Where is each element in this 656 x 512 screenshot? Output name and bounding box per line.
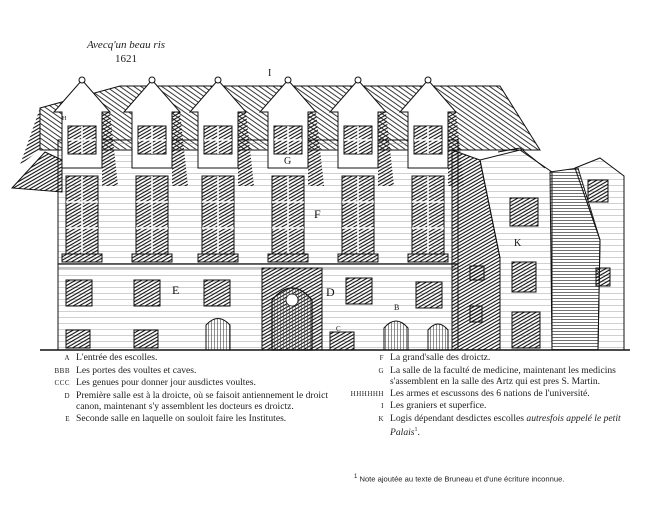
- legend-text: Les portes des voultes et caves.: [76, 364, 197, 376]
- label-F: F: [314, 207, 321, 221]
- legend-footnote-marker: 1: [414, 426, 418, 433]
- engraving-caption: Avecq'un beau ris 1621: [74, 38, 178, 66]
- label-B: B: [394, 303, 399, 312]
- dormer: [398, 76, 464, 186]
- legend-entry: I Les graniers et superfice.: [336, 400, 636, 413]
- legend-entry: D Première salle est à la droicte, où se …: [34, 390, 334, 413]
- legend-key: F: [379, 354, 384, 362]
- legend-key: G: [378, 366, 384, 375]
- legend-key: A: [64, 354, 70, 362]
- legend-key: D: [64, 391, 70, 400]
- legend-description: Les genues pour donner jour ausdictes vo…: [76, 377, 334, 389]
- legend-text: La grand'salle des droictz.: [390, 352, 491, 363]
- dormer: [258, 76, 324, 186]
- legend-right: F La grand'salle des droictz. G La salle de…: [336, 352, 636, 438]
- label-G: G: [284, 156, 291, 167]
- main-facade: [57, 139, 459, 351]
- label-I: I: [268, 68, 271, 79]
- legend-italic: autresfois appelé le petit Palais: [390, 412, 621, 438]
- dormer: [52, 76, 118, 186]
- ground-window: [415, 281, 443, 309]
- legend-entry: A L'entrée des escolles.: [34, 352, 334, 365]
- legend-description: La salle de la faculté de medicine, main…: [390, 365, 636, 388]
- dormer: [328, 76, 394, 186]
- label-E: E: [172, 283, 179, 297]
- dormer: [122, 76, 188, 186]
- legend-tail: .: [417, 426, 420, 438]
- cellar-doors: [205, 318, 449, 351]
- footnote-marker: 1: [354, 474, 358, 480]
- legend-key: CCC: [54, 379, 70, 388]
- ground-window: [203, 279, 231, 307]
- label-C: C: [336, 325, 341, 333]
- legend-entry: F La grand'salle des droictz.: [336, 352, 636, 365]
- legend-key: E: [65, 414, 70, 423]
- legend-key: I: [381, 402, 384, 411]
- footnote-text: Note ajoutée au texte de Bruneau et d'un…: [359, 474, 565, 484]
- legend-description: Seconde salle en laquelle on souloit fai…: [76, 413, 334, 425]
- legend-text: Les genues pour donner jour ausdictes vo…: [76, 377, 256, 389]
- legend-text: Les graniers et superfice.: [390, 400, 487, 412]
- legend-text: Logis dépendant desdictes escolles: [390, 412, 525, 424]
- legend-text: Première salle est à la droicte, où se f…: [76, 389, 329, 413]
- dormer: [188, 76, 254, 186]
- legend-entry: K Logis dépendant desdictes escolles autr…: [336, 413, 636, 438]
- label-H: H: [62, 116, 67, 122]
- legend-description: Première salle est à la droicte, où se f…: [76, 390, 334, 413]
- legend-entry: G La salle de la faculté de medicine, mai…: [336, 365, 636, 388]
- facade-engraving: I H G F E D C B K: [10, 68, 630, 351]
- footnote: 1 Note ajoutée au texte de Bruneau et d'…: [354, 474, 644, 484]
- legend-left: A L'entrée des escolles. BBB Les portes des…: [34, 352, 334, 426]
- legend-description: La grand'salle des droictz.: [390, 352, 636, 364]
- right-annex: [451, 147, 625, 351]
- legend-key: BBB: [54, 366, 70, 375]
- label-D: D: [326, 285, 335, 299]
- legend-description: Logis dépendant desdictes escolles autre…: [390, 413, 636, 438]
- ground-window: [345, 277, 373, 305]
- vault-light: [329, 331, 355, 351]
- legend-text: La salle de la faculté de medicine, main…: [390, 364, 616, 388]
- label-K: K: [514, 238, 522, 249]
- legend-text: Les armes et escussons des 6 nations de …: [390, 387, 590, 399]
- left-roof-wing: [10, 151, 63, 193]
- legend-entry: BBB Les portes des voultes et caves.: [34, 365, 334, 378]
- legend-description: Les armes et escussons des 6 nations de …: [390, 388, 636, 400]
- legend-key: K: [378, 414, 384, 423]
- legend-key: HHHHHH: [350, 389, 384, 398]
- legend-description: L'entrée des escolles.: [76, 352, 334, 364]
- main-portal: [261, 267, 323, 351]
- legend-description: Les graniers et superfice.: [390, 400, 636, 412]
- vault-light: [65, 329, 91, 349]
- caption-line-1: Avecq'un beau ris: [86, 39, 166, 51]
- ground-window: [133, 279, 161, 307]
- ground-window: [65, 279, 93, 307]
- legend-text: Seconde salle en laquelle on souloit fai…: [76, 412, 287, 424]
- legend-entry: CCC Les genues pour donner jour ausdictes…: [34, 377, 334, 390]
- vault-light: [133, 329, 159, 349]
- legend-entry: HHHHHH Les armes et escussons des 6 natio…: [336, 388, 636, 401]
- legend-description: Les portes des voultes et caves.: [76, 365, 334, 377]
- legend-entry: E Seconde salle en laquelle on souloit fa…: [34, 413, 334, 426]
- caption-year: 1621: [115, 53, 137, 65]
- legend-text: L'entrée des escolles.: [76, 352, 158, 363]
